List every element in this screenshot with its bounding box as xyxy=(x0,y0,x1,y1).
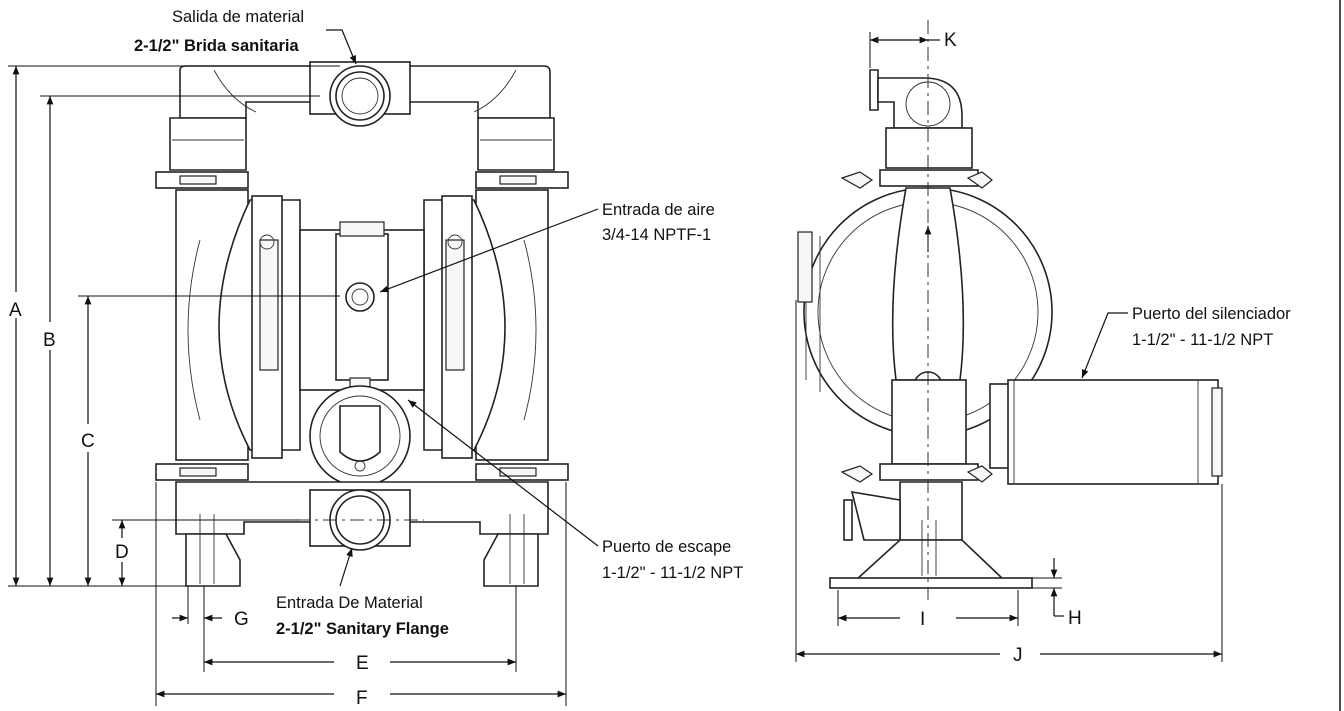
side-view xyxy=(797,69,1223,589)
dim-e-label: E xyxy=(356,653,369,674)
dim-j-label: J xyxy=(1013,645,1023,666)
dim-a-label: A xyxy=(9,300,22,321)
exhaust-spec: 1-1/2" - 11-1/2 NPT xyxy=(602,564,743,582)
inlet-manifold xyxy=(175,481,549,587)
inlet-title: Entrada De Material xyxy=(276,594,423,612)
lower-clamps xyxy=(155,463,569,481)
outlet-manifold xyxy=(169,61,555,171)
dim-c-label: C xyxy=(81,431,95,452)
dim-h-label: H xyxy=(1068,608,1082,629)
dim-i-label: I xyxy=(920,609,925,630)
inlet-spec: 2-1/2" Sanitary Flange xyxy=(276,620,449,638)
muffler-title: Puerto del silenciador xyxy=(1132,305,1291,323)
upper-clamps xyxy=(155,171,569,189)
exhaust-title: Puerto de escape xyxy=(602,538,731,556)
exhaust-bowl xyxy=(309,385,411,487)
muffler-spec: 1-1/2" - 11-1/2 NPT xyxy=(1132,331,1273,349)
side-dimensions xyxy=(795,32,1223,662)
outlet-title: Salida de material xyxy=(172,8,304,26)
dim-f-label: F xyxy=(356,688,368,709)
air-inlet-spec: 3/4-14 NPTF-1 xyxy=(602,226,711,244)
dim-b-label: B xyxy=(43,330,56,351)
air-inlet-title: Entrada de aire xyxy=(602,201,715,219)
front-leaders xyxy=(326,29,599,587)
dim-d-label: D xyxy=(115,542,129,563)
dim-g-label: G xyxy=(234,609,249,630)
air-valve xyxy=(299,221,425,401)
dim-k-label: K xyxy=(944,30,957,51)
diaphragm-chambers xyxy=(187,195,537,459)
front-dimensions xyxy=(8,65,567,706)
front-view xyxy=(155,61,569,587)
outlet-spec: 2-1/2" Brida sanitaria xyxy=(134,37,299,55)
